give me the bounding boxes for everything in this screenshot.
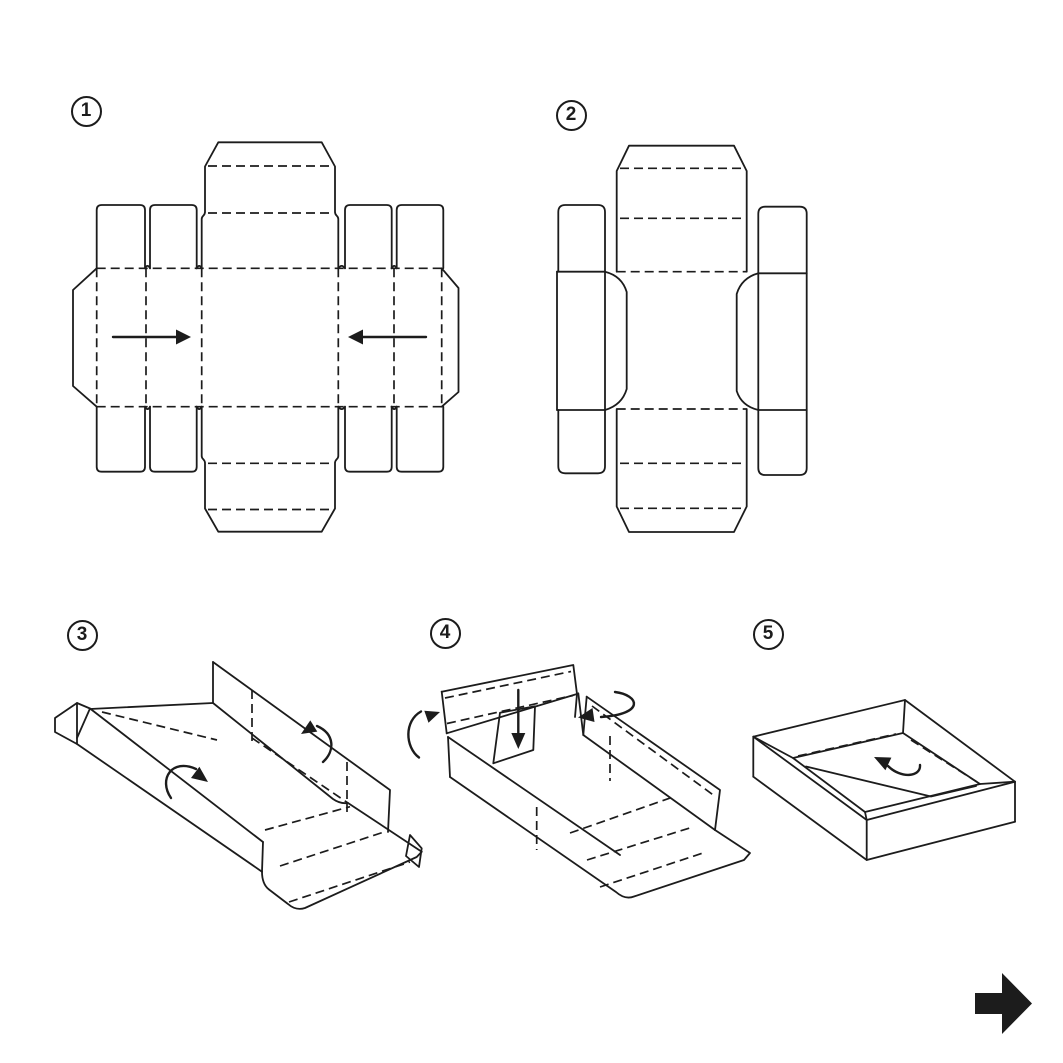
- tray-cut-lines: [752, 699, 1016, 861]
- step-4-diagram: [405, 664, 751, 899]
- tray-fold-lines: [797, 733, 978, 783]
- fold-arrow-left-icon: [407, 710, 440, 759]
- center-panel-cut-lines: [615, 144, 748, 533]
- step-1-number: 1: [80, 100, 92, 121]
- step-2-badge: 2: [555, 99, 587, 131]
- step-3-number: 3: [76, 624, 88, 645]
- step-4-badge: 4: [429, 617, 461, 649]
- step-2-diagram: [556, 144, 808, 533]
- folded-left-column: [556, 204, 628, 475]
- perspective-cut-lines: [405, 664, 751, 899]
- push-right-arrow-icon: [111, 329, 191, 345]
- step-2-number: 2: [565, 104, 577, 125]
- fold-arrow-floor-icon: [874, 757, 922, 777]
- step-5-badge: 5: [752, 618, 784, 650]
- perspective-fold-lines: [444, 670, 717, 888]
- fold-arrow-back-wall-icon: [301, 720, 333, 764]
- push-left-arrow-icon: [348, 329, 428, 345]
- step-3-badge: 3: [66, 619, 98, 651]
- dieline-cut-lines: [72, 141, 460, 533]
- step-1-badge: 1: [70, 95, 102, 127]
- center-panel-fold-lines: [616, 167, 747, 510]
- step-1-diagram: [72, 141, 460, 533]
- fold-arrow-front-wall-icon: [164, 764, 208, 800]
- next-arrow-icon: [975, 973, 1032, 1034]
- step-5-diagram: [752, 699, 1016, 861]
- fold-arrow-right-icon: [578, 690, 636, 722]
- next-arrow: [975, 973, 1032, 1034]
- step-4-number: 4: [439, 622, 451, 643]
- perspective-fold-lines: [101, 690, 411, 903]
- step-3-diagram: [54, 661, 423, 910]
- step-5-number: 5: [762, 623, 774, 644]
- folded-right-column: [735, 205, 808, 476]
- perspective-cut-lines: [54, 661, 423, 910]
- push-down-arrow-icon: [511, 688, 526, 749]
- dieline-fold-lines: [95, 165, 443, 511]
